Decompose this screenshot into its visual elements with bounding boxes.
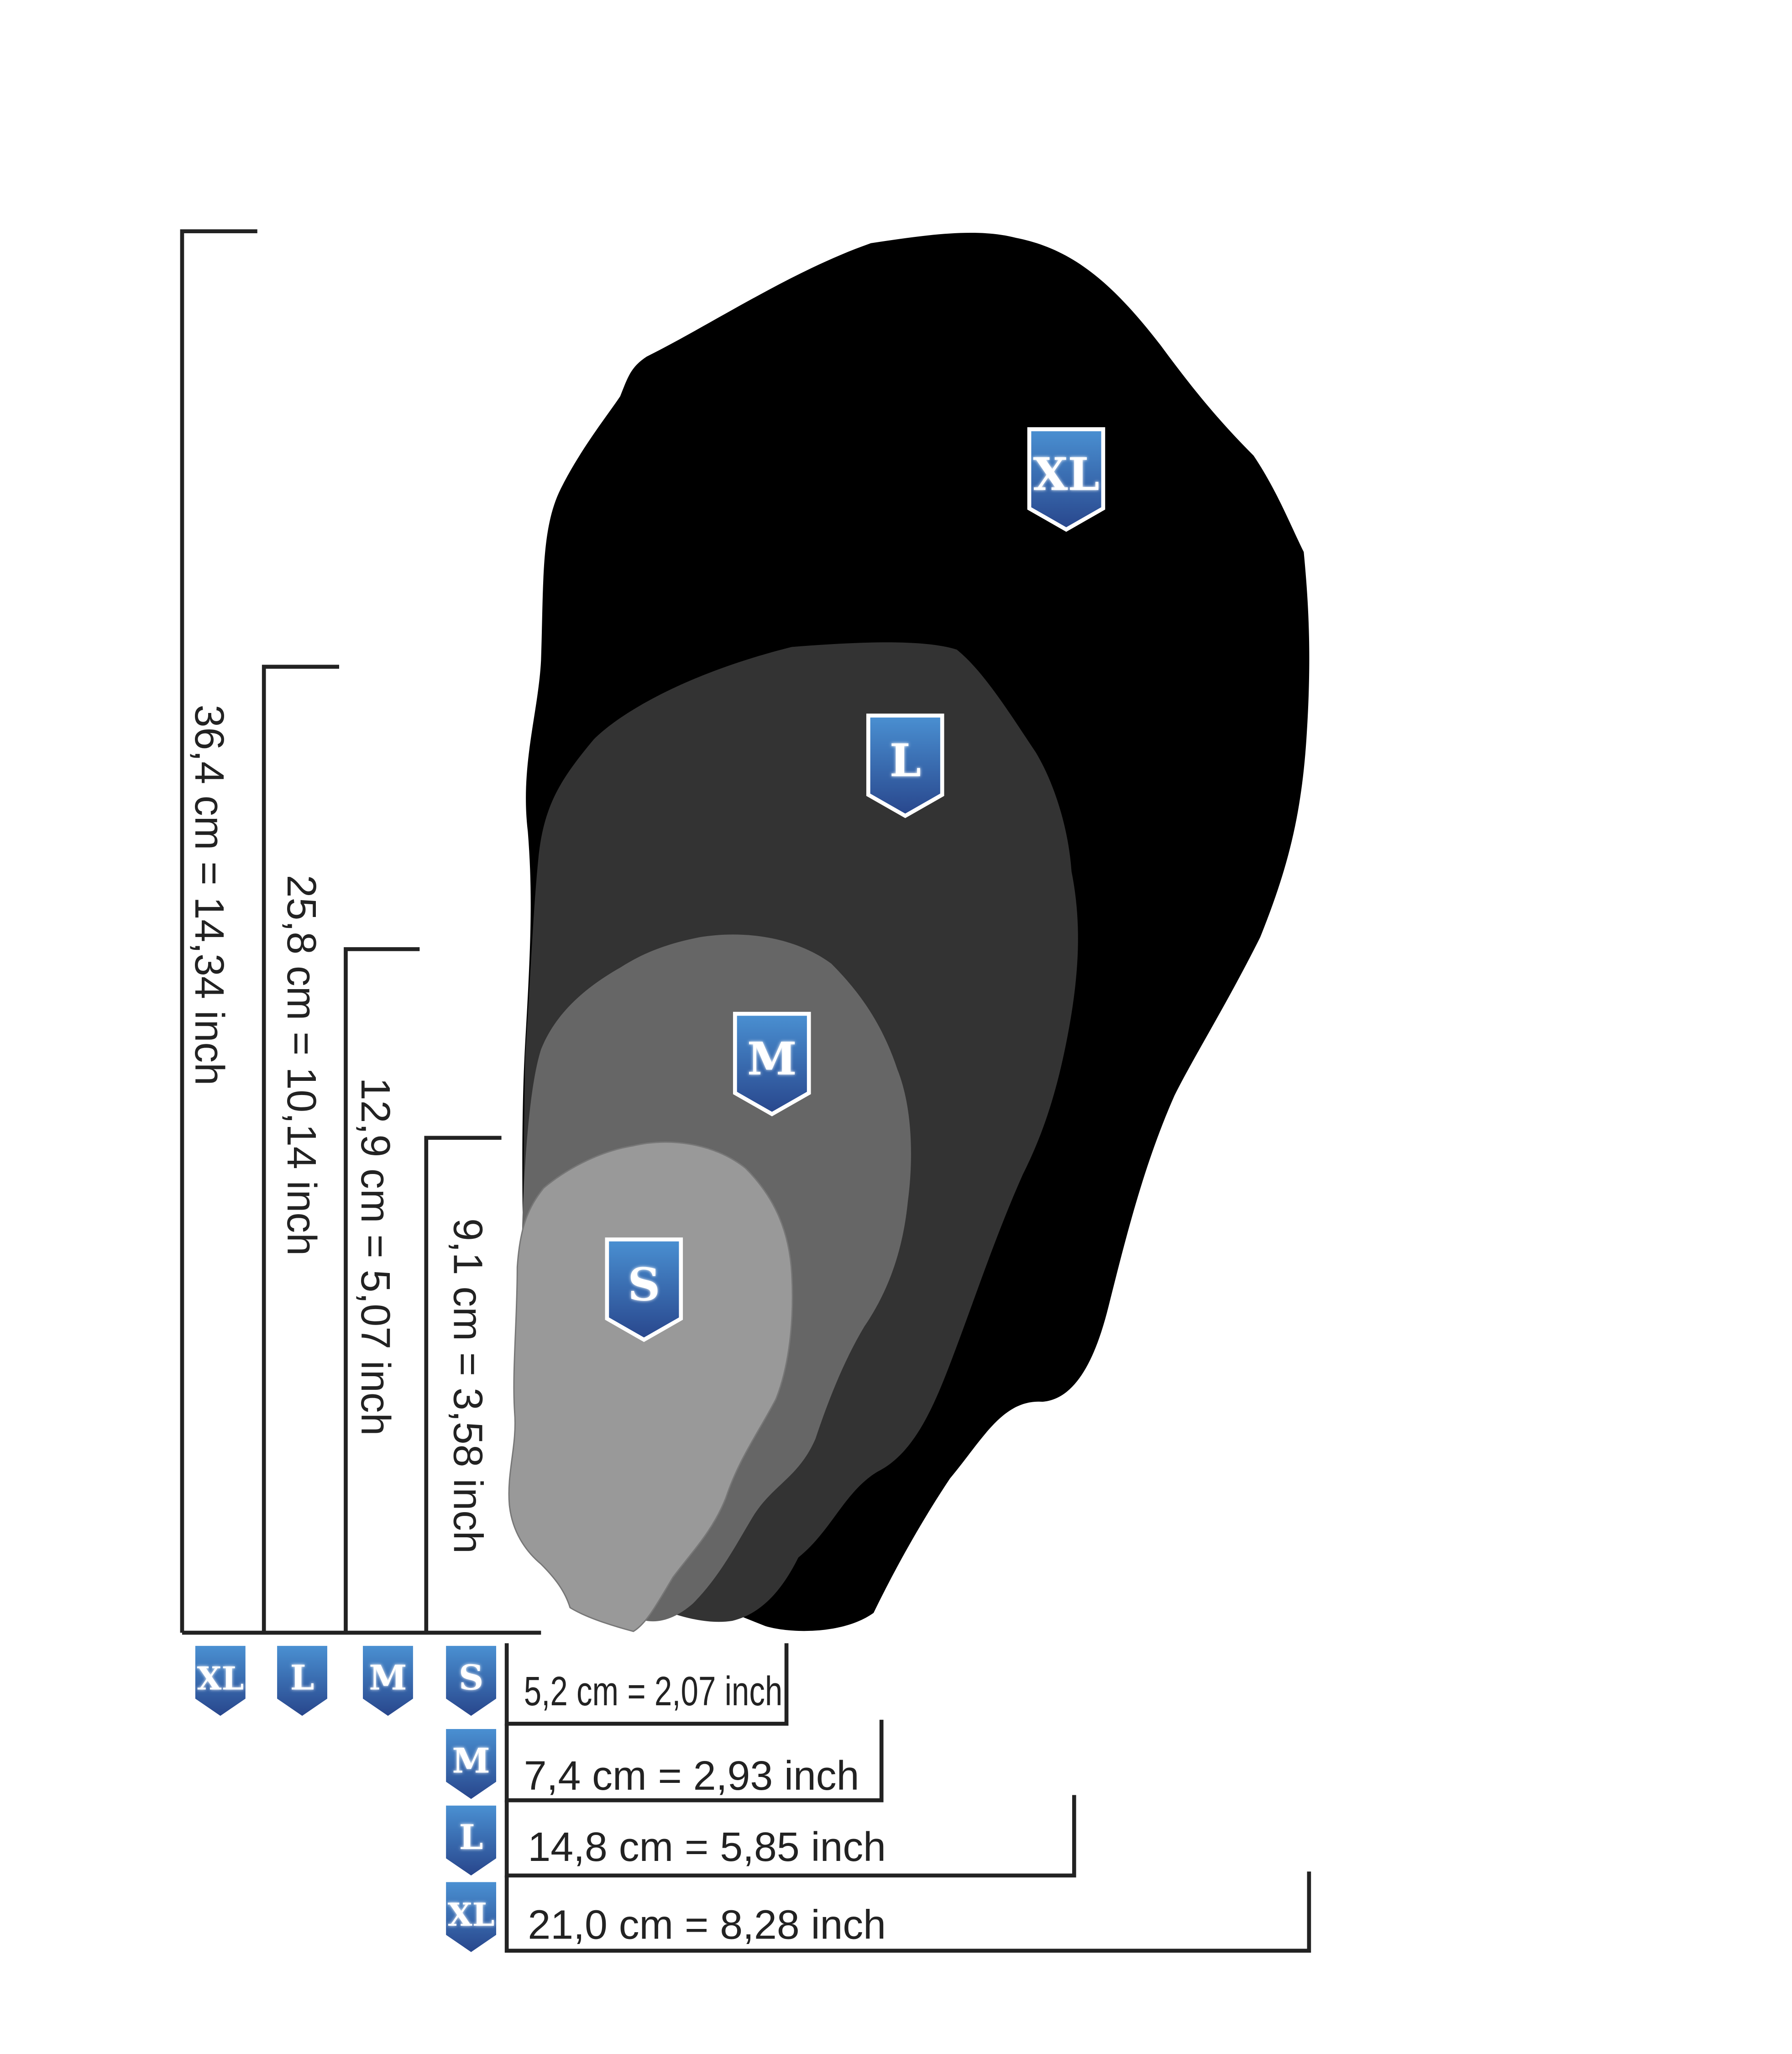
badge-width-m: M (446, 1729, 497, 1799)
svg-text:XL: XL (197, 1660, 244, 1697)
bracket-width-s (504, 1643, 789, 1726)
bracket-height-l (262, 665, 339, 1633)
width-label-xl: 21,0 cm = 8,28 inch (528, 1902, 886, 1948)
bracket-height-m (344, 947, 420, 1633)
height-label-xl: 36,4 cm = 14,34 inch (187, 705, 232, 1085)
bracket-height-s (424, 1136, 502, 1633)
badge-height-m: M (363, 1645, 413, 1716)
badge-height-s: S (446, 1645, 497, 1716)
svg-text:M: M (452, 1740, 490, 1781)
width-label-l: 14,8 cm = 5,85 inch (528, 1824, 886, 1870)
badge-height-xl: XL (195, 1645, 246, 1716)
bracket-height-xl (180, 229, 257, 1633)
svg-text:M: M (369, 1657, 407, 1698)
width-label-m: 7,4 cm = 2,93 inch (524, 1753, 859, 1798)
width-label-s: 5,2 cm = 2,07 inch (524, 1668, 783, 1714)
badge-xl: XL (1027, 427, 1106, 532)
badge-height-l: L (277, 1645, 327, 1716)
badge-width-l: L (446, 1805, 497, 1876)
svg-text:S: S (459, 1657, 483, 1698)
svg-text:L: L (459, 1817, 483, 1857)
badge-s: S (605, 1237, 683, 1342)
badge-m: M (733, 1011, 811, 1116)
badge-width-xl: XL (446, 1882, 497, 1952)
svg-text:L: L (890, 735, 921, 787)
svg-text:XL: XL (1033, 448, 1099, 501)
svg-text:M: M (747, 1033, 797, 1085)
bracket-width-m (504, 1719, 884, 1802)
svg-text:L: L (290, 1657, 314, 1698)
shape-s (508, 1141, 793, 1632)
height-label-m: 12,9 cm = 5,07 inch (353, 1078, 398, 1436)
badge-l: L (866, 713, 944, 818)
bracket-width-l (504, 1795, 1076, 1878)
bracket-width-xl (504, 1871, 1311, 1953)
height-label-s: 9,1 cm = 3,58 inch (445, 1218, 491, 1554)
svg-text:XL: XL (448, 1897, 495, 1933)
height-label-l: 25,8 cm = 10,14 inch (279, 875, 325, 1256)
svg-text:S: S (628, 1258, 660, 1311)
